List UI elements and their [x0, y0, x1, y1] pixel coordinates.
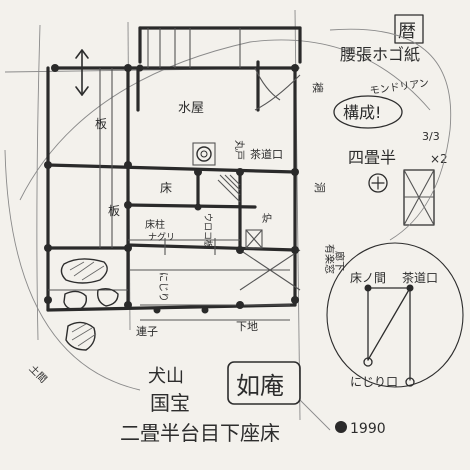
label-furosaki: ウロコ板	[202, 213, 214, 249]
pattern-label: 四畳半	[348, 148, 396, 167]
walls	[46, 26, 302, 312]
label-fusuma: 襖	[311, 82, 325, 93]
plan-labels: 水屋 板 板 床 床柱 ナグリ ウロコ板 茶道口 丸戸 洞 炉 有楽窓 廊下 に…	[27, 82, 346, 385]
title-subtitle: 二畳半台目下座床	[120, 421, 280, 445]
label-doma: 土間	[27, 362, 50, 385]
label-itagaki2: 板	[108, 204, 120, 218]
mondrian-oval	[333, 95, 403, 129]
label-sadou: 茶道口	[250, 147, 283, 161]
sankaku-label: 3/3	[422, 130, 440, 143]
label-marudo: 丸戸	[233, 140, 246, 160]
ro-box	[245, 229, 263, 249]
label-tokobashira: 床柱	[145, 218, 165, 231]
mini-tr-label: 茶道口	[402, 270, 438, 285]
mini-tl-label: 床ノ間	[350, 271, 386, 285]
label-nijiri: にじり	[157, 272, 169, 302]
label-hora: 洞	[313, 182, 326, 193]
label-mizuya: 水屋	[178, 101, 204, 116]
title-kokuho: 国宝	[150, 391, 190, 415]
mini-bl-label: にじり口	[350, 375, 398, 389]
stepping-stones	[60, 258, 119, 351]
posts	[44, 64, 299, 314]
label-itagaki: 板	[95, 117, 107, 131]
dimension-arrow	[75, 49, 89, 96]
label-roka: 廊下	[333, 251, 346, 271]
label-naguri: ナグリ	[148, 231, 175, 243]
mini-diagram: 床ノ間 茶道口 にじり口	[326, 242, 464, 389]
hearth-symbol	[192, 142, 216, 166]
tsubo-label: 腰張ホゴ紙	[340, 45, 420, 64]
label-arutomado: 有楽窓	[323, 244, 336, 274]
title-name: 如庵	[236, 372, 284, 400]
title-city: 犬山	[148, 366, 184, 387]
mondrian-oval-label: 構成!	[343, 103, 381, 122]
title-block: 犬山 国宝 如庵 二畳半台目下座床 1990	[120, 361, 386, 445]
construction-lines	[4, 9, 431, 431]
label-shitaji: 下地	[236, 320, 258, 333]
label-ro: 炉	[262, 213, 272, 225]
label-toko: 床	[160, 181, 172, 195]
koyomi-box	[394, 14, 424, 44]
pattern-circle	[368, 173, 388, 193]
title-year: 1990	[350, 421, 386, 437]
annotations: 暦 腰張ホゴ紙 モンドリアン 構成! 四畳半 ×2 3/3	[329, 14, 452, 241]
label-renji: 連子	[136, 324, 158, 338]
title-name-box	[227, 361, 301, 405]
door-swing	[254, 67, 281, 101]
detail-lines	[48, 28, 301, 321]
